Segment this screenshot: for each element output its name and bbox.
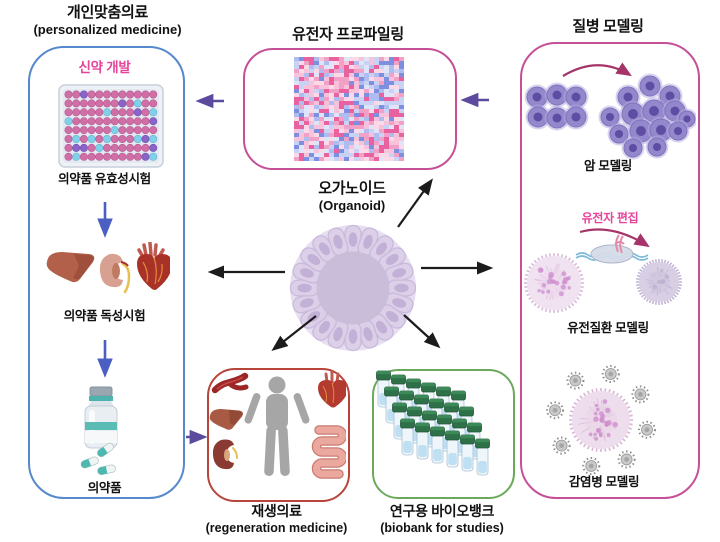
organs-row-illustration (46, 242, 170, 294)
virus-icon (566, 371, 585, 390)
organoid-illustration (289, 224, 417, 352)
biobank-title: 연구용 바이오뱅크 (389, 503, 495, 519)
biobank-subtitle: (biobank for studies) (380, 521, 504, 535)
sample-tube-icon (415, 422, 430, 460)
regeneration-subtitle: (regeneration medicine) (205, 521, 348, 535)
sample-tube-icon (430, 426, 445, 464)
medicine-label: 의약품 (87, 481, 122, 495)
sample-tube-icon (445, 430, 460, 468)
toxicity-test-label: 의약품 독성시험 (63, 309, 146, 323)
regeneration-illustration (209, 370, 346, 479)
virus-icon (631, 385, 650, 404)
virus-icon (582, 456, 601, 475)
regeneration-title: 재생의료 (251, 503, 302, 519)
virus-icon (601, 365, 620, 384)
liver-icon (209, 409, 243, 430)
virus-icon (637, 420, 656, 439)
heart-icon (137, 242, 170, 290)
gene-heatmap-illustration (294, 57, 404, 161)
personalized-subtitle: (personalized medicine) (33, 22, 182, 37)
kidney-icon (212, 439, 238, 470)
drug-development-label: 신약 개발 (78, 60, 131, 75)
profiling-title: 유전자 프로파일링 (292, 26, 404, 43)
pill-capsule-icon (97, 464, 116, 476)
virus-icon (617, 450, 636, 469)
blood-vessel-icon (211, 372, 249, 394)
sample-tube-icon (400, 418, 415, 456)
virus-icon (552, 436, 571, 455)
sample-tube-icon (460, 434, 475, 472)
vial-icon (84, 386, 118, 449)
biobank-tubes-illustration (376, 370, 490, 476)
gene-editing-label: 유전자 편집 (581, 211, 639, 225)
human-silhouette (244, 376, 310, 476)
pill-capsule-icon (80, 456, 99, 469)
intestine-icon (311, 425, 346, 479)
sample-tube-icon (475, 438, 490, 476)
organoid-title: 오가노이드 (318, 180, 386, 197)
disease-modeling-illustrations (524, 62, 696, 475)
kidney-icon (99, 253, 131, 294)
liver-icon (46, 252, 95, 283)
cancer-modeling-label: 암 모델링 (584, 159, 632, 173)
pill-capsule-icon (97, 442, 114, 458)
personalized-title: 개인맞춤의료 (66, 4, 148, 21)
efficacy-test-label: 의약품 유효성시험 (58, 172, 151, 186)
virus-icon (546, 401, 565, 420)
heart-icon (318, 370, 346, 408)
crispr-dna-icon (575, 234, 649, 264)
microplate-illustration (58, 84, 164, 168)
organoid-subtitle: (Organoid) (318, 198, 386, 213)
genetic-disease-label: 유전질환 모델링 (567, 321, 649, 335)
vial-and-pills-illustration (80, 386, 118, 476)
disease-title: 질병 모델링 (572, 18, 644, 35)
infectious-disease-label: 감염병 모델링 (568, 475, 640, 489)
